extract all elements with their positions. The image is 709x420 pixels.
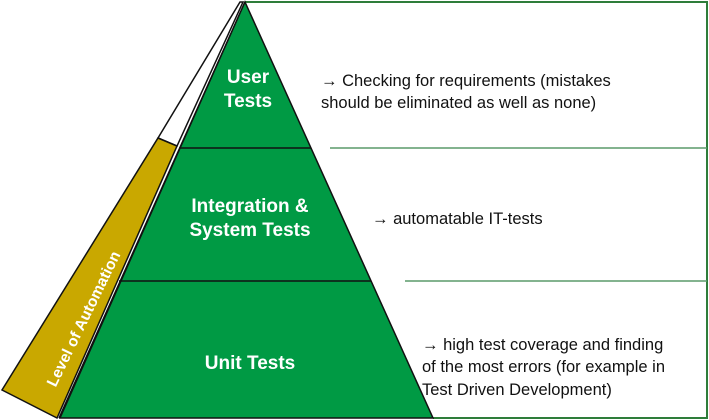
- pyramid: [58, 0, 435, 419]
- description-line: of the most errors (for example in: [422, 358, 666, 377]
- description-line: → Checking for requirements (mistakes: [321, 72, 611, 90]
- level-label-user-tests: User Tests: [196, 66, 300, 114]
- label-line: System Tests: [189, 219, 311, 241]
- description-integration-tests: → automatable IT-tests: [372, 208, 543, 230]
- description-line: Test Driven Development): [422, 380, 612, 399]
- label-line: Tests: [223, 90, 273, 112]
- description-unit-tests: → high test coverage and finding of the …: [422, 334, 665, 401]
- level-label-integration-system-tests: Integration & System Tests: [160, 195, 340, 243]
- description-line: → automatable IT-tests: [372, 210, 543, 228]
- level-label-unit-tests: Unit Tests: [150, 352, 350, 376]
- automation-band-fill: [0, 137, 178, 420]
- label-line: Integration &: [191, 196, 309, 217]
- label-line: User: [226, 67, 270, 88]
- description-user-tests: → Checking for requirements (mistakes sh…: [321, 70, 611, 115]
- description-line: should be eliminated as well as none): [321, 94, 597, 113]
- label-line: Unit Tests: [204, 353, 296, 374]
- description-line: → high test coverage and finding: [422, 336, 664, 354]
- description-box-border: [245, 1, 708, 419]
